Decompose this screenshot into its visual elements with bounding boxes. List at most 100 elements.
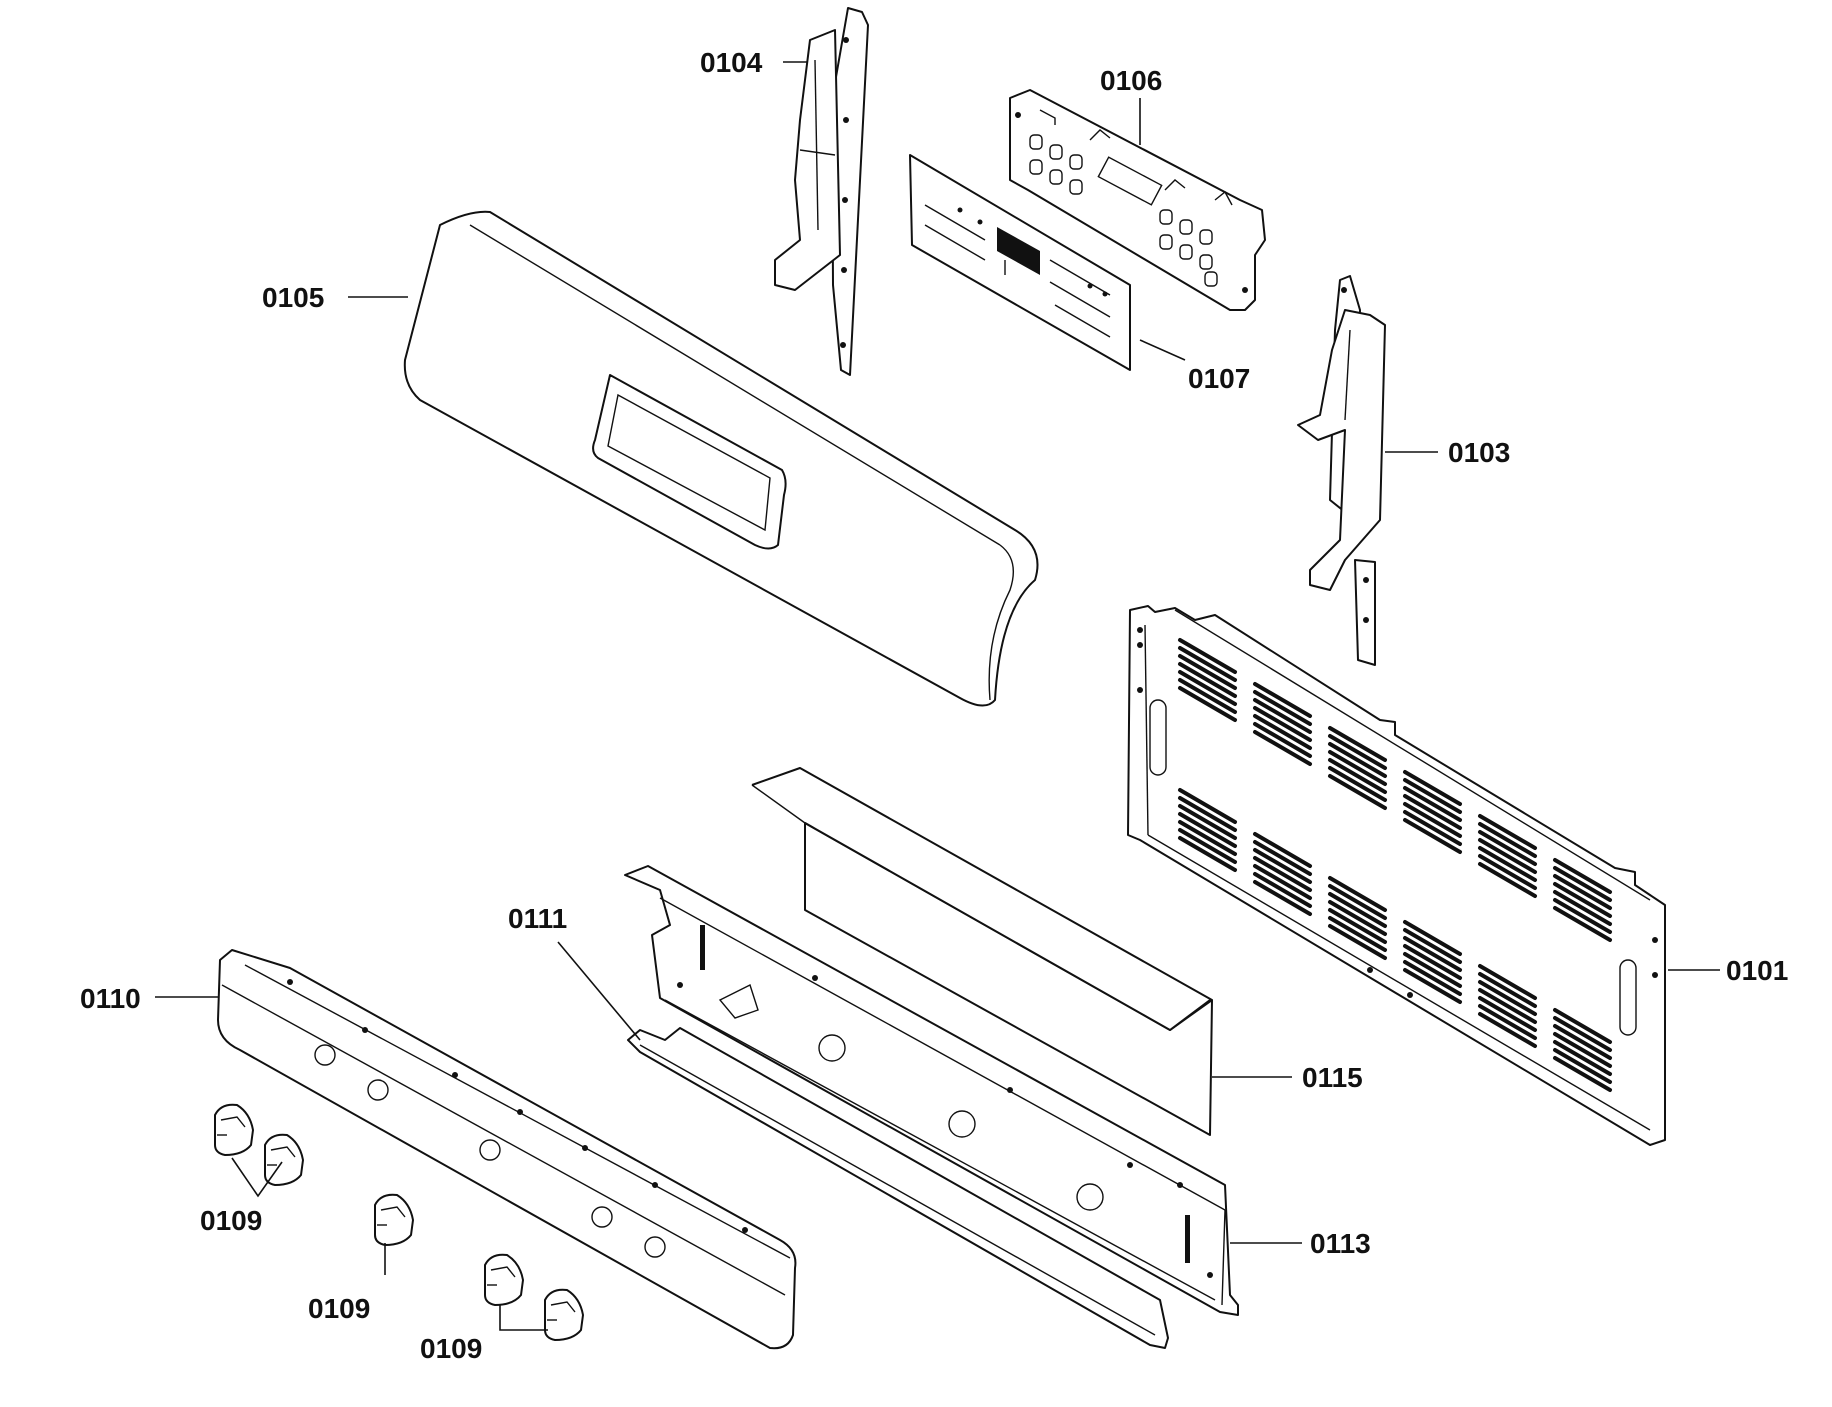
- part-0111-trim-strip: [627, 1027, 1169, 1349]
- vent-slot: [1178, 678, 1237, 714]
- vent-slot: [1553, 1016, 1612, 1052]
- vent-grilles: [1178, 638, 1612, 1092]
- vent-slot: [1328, 908, 1387, 944]
- vent-slot: [1403, 944, 1462, 980]
- label-0104: 0104: [700, 47, 763, 78]
- knob-5: [544, 1288, 584, 1341]
- vent-slot: [1403, 794, 1462, 830]
- vent-slot: [1403, 786, 1462, 822]
- label-0113: 0113: [1310, 1228, 1371, 1259]
- vent-slot: [1328, 924, 1387, 960]
- vent-slot: [1553, 874, 1612, 910]
- part-0107-overlay: [909, 154, 1131, 371]
- vent-slot: [1403, 818, 1462, 854]
- vent-slot: [1328, 892, 1387, 928]
- vent-slot: [1253, 840, 1312, 876]
- vent-slot: [1178, 812, 1237, 848]
- leader-lines: [155, 61, 1720, 1331]
- vent-slot: [1478, 814, 1537, 850]
- knob-1: [214, 1103, 254, 1156]
- vent-slot: [1403, 802, 1462, 838]
- vent-slot: [1253, 682, 1312, 718]
- vent-slot: [1478, 1012, 1537, 1048]
- vent-slot: [1403, 968, 1462, 1004]
- vent-slot: [1403, 960, 1462, 996]
- label-0105: 0105: [262, 282, 324, 313]
- vent-slot: [1253, 832, 1312, 868]
- vent-slot: [1553, 890, 1612, 926]
- part-0101-rear-cover: [1127, 605, 1666, 1146]
- vent-slot: [1478, 1004, 1537, 1040]
- vent-slot: [1328, 884, 1387, 920]
- vent-slot: [1178, 796, 1237, 832]
- vent-slot: [1478, 996, 1537, 1032]
- knob-4: [484, 1253, 524, 1306]
- vent-slot: [1178, 820, 1237, 856]
- vent-slot: [1478, 988, 1537, 1024]
- vent-slot: [1403, 770, 1462, 806]
- vent-slot: [1178, 638, 1237, 674]
- vent-slot: [1553, 1040, 1612, 1076]
- vent-slot: [1253, 698, 1312, 734]
- vent-slot: [1178, 836, 1237, 872]
- part-0106-control-board: [1009, 89, 1266, 311]
- part-0115-shield: [751, 767, 1213, 1136]
- vent-slot: [1328, 726, 1387, 762]
- vent-slot: [1253, 690, 1312, 726]
- label-0106: 0106: [1100, 65, 1162, 96]
- vent-slot: [1178, 654, 1237, 690]
- vent-slot: [1403, 778, 1462, 814]
- part-0103-bracket-right: [1297, 275, 1386, 666]
- vent-slot: [1178, 646, 1237, 682]
- vent-slot: [1478, 862, 1537, 898]
- vent-slot: [1403, 920, 1462, 956]
- vent-slot: [1478, 972, 1537, 1008]
- part-0113-console-bracket: [624, 865, 1239, 1316]
- vent-slot: [1403, 928, 1462, 964]
- vent-slot: [1553, 1048, 1612, 1084]
- vent-slot: [1328, 742, 1387, 778]
- vent-slot: [1403, 936, 1462, 972]
- vent-slot: [1553, 1032, 1612, 1068]
- vent-slot: [1478, 980, 1537, 1016]
- vent-slot: [1178, 686, 1237, 722]
- vent-slot: [1253, 856, 1312, 892]
- vent-slot: [1478, 846, 1537, 882]
- vent-slot: [1553, 858, 1612, 894]
- vent-slot: [1553, 1056, 1612, 1092]
- vent-slot: [1328, 774, 1387, 810]
- vent-slot: [1328, 750, 1387, 786]
- vent-slot: [1253, 864, 1312, 900]
- vent-slot: [1553, 882, 1612, 918]
- label-0109-b: 0109: [308, 1293, 370, 1324]
- vent-slot: [1478, 830, 1537, 866]
- label-0109-a: 0109: [200, 1205, 262, 1236]
- vent-slot: [1178, 662, 1237, 698]
- vent-slot: [1553, 866, 1612, 902]
- label-0109-c: 0109: [420, 1333, 482, 1364]
- label-0107: 0107: [1188, 363, 1250, 394]
- part-0110-manifold-panel: [217, 949, 797, 1350]
- part-0109-knobs: [214, 1103, 584, 1341]
- vent-slot: [1478, 822, 1537, 858]
- vent-slot: [1403, 810, 1462, 846]
- vent-slot: [1178, 788, 1237, 824]
- vent-slot: [1328, 758, 1387, 794]
- vent-slot: [1328, 734, 1387, 770]
- vent-slot: [1478, 838, 1537, 874]
- knob-3: [374, 1193, 414, 1246]
- part-0104-bracket-left: [774, 7, 869, 376]
- label-0103: 0103: [1448, 437, 1510, 468]
- vent-slot: [1253, 848, 1312, 884]
- vent-slot: [1478, 854, 1537, 890]
- vent-slot: [1178, 804, 1237, 840]
- label-0101: 0101: [1726, 955, 1788, 986]
- vent-slot: [1553, 1008, 1612, 1044]
- vent-slot: [1178, 828, 1237, 864]
- vent-slot: [1328, 766, 1387, 802]
- vent-slot: [1553, 906, 1612, 942]
- vent-slot: [1253, 880, 1312, 916]
- vent-slot: [1328, 916, 1387, 952]
- part-labels: 0104 0106 0105 0107 0103 0101 0111 0110 …: [80, 47, 1788, 1364]
